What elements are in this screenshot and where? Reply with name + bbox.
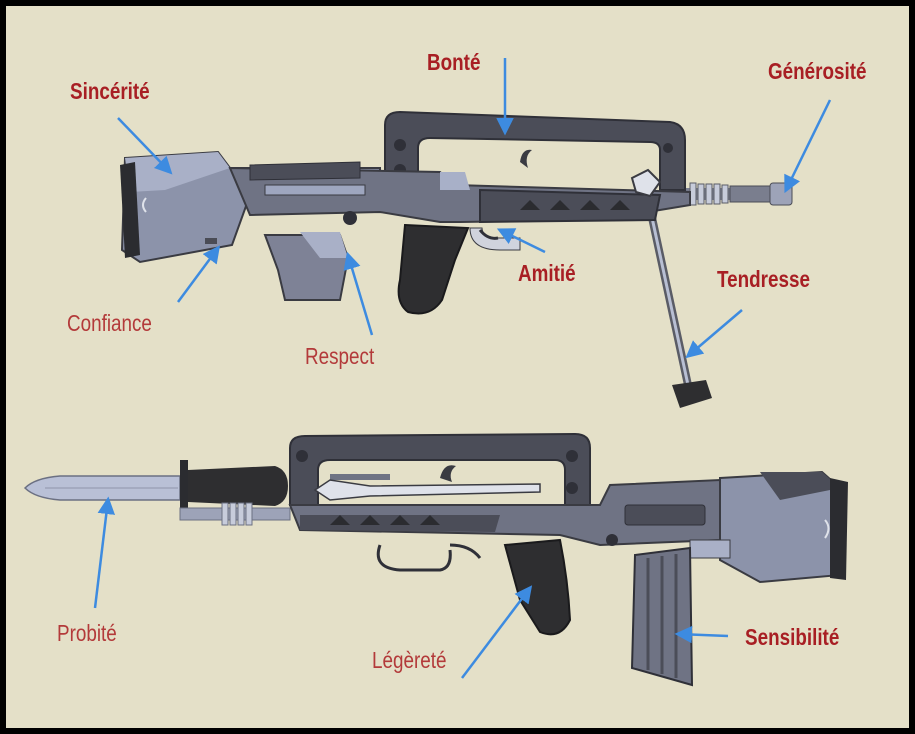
label-bonte: Bonté: [427, 49, 481, 75]
label-probite: Probité: [57, 620, 117, 646]
carry-handle: [384, 110, 686, 191]
handguard: [479, 188, 662, 224]
pistol-grip: [397, 223, 470, 315]
label-confiance: Confiance: [67, 310, 152, 336]
bayonet-handle: [188, 466, 288, 506]
butt-pad-2: [830, 478, 848, 580]
arrow-respect: [343, 251, 374, 336]
butt-pad: [120, 162, 140, 258]
arrow-generosite: [784, 99, 832, 194]
label-generosite: Générosité: [768, 58, 867, 84]
arrow-sincerite: [117, 117, 173, 175]
label-sensibilite: Sensibilité: [745, 624, 840, 650]
cocking-lever-2: [313, 479, 541, 501]
bayonet-guard: [180, 460, 188, 518]
label-sincerite: Sincérité: [70, 78, 150, 104]
cocking-lever: [630, 168, 662, 198]
barrel-rings: [689, 182, 729, 206]
arrow-tendresse: [685, 309, 743, 359]
arrow-amitie: [496, 228, 546, 254]
label-legerete: Légèreté: [372, 647, 447, 673]
arrow-confiance: [176, 245, 221, 303]
rifle-top: [120, 110, 793, 408]
arrows: [93, 58, 832, 679]
arrow-sensibilite: [674, 625, 729, 644]
label-tendresse: Tendresse: [717, 266, 810, 292]
pistol-grip-2: [503, 538, 572, 636]
arrow-probite: [93, 496, 116, 609]
arrow-legerete: [461, 585, 533, 679]
bipod-foot: [672, 380, 712, 408]
label-amitie: Amitié: [518, 260, 576, 286]
rifle-bottom: [23, 432, 848, 687]
label-respect: Respect: [305, 343, 375, 369]
